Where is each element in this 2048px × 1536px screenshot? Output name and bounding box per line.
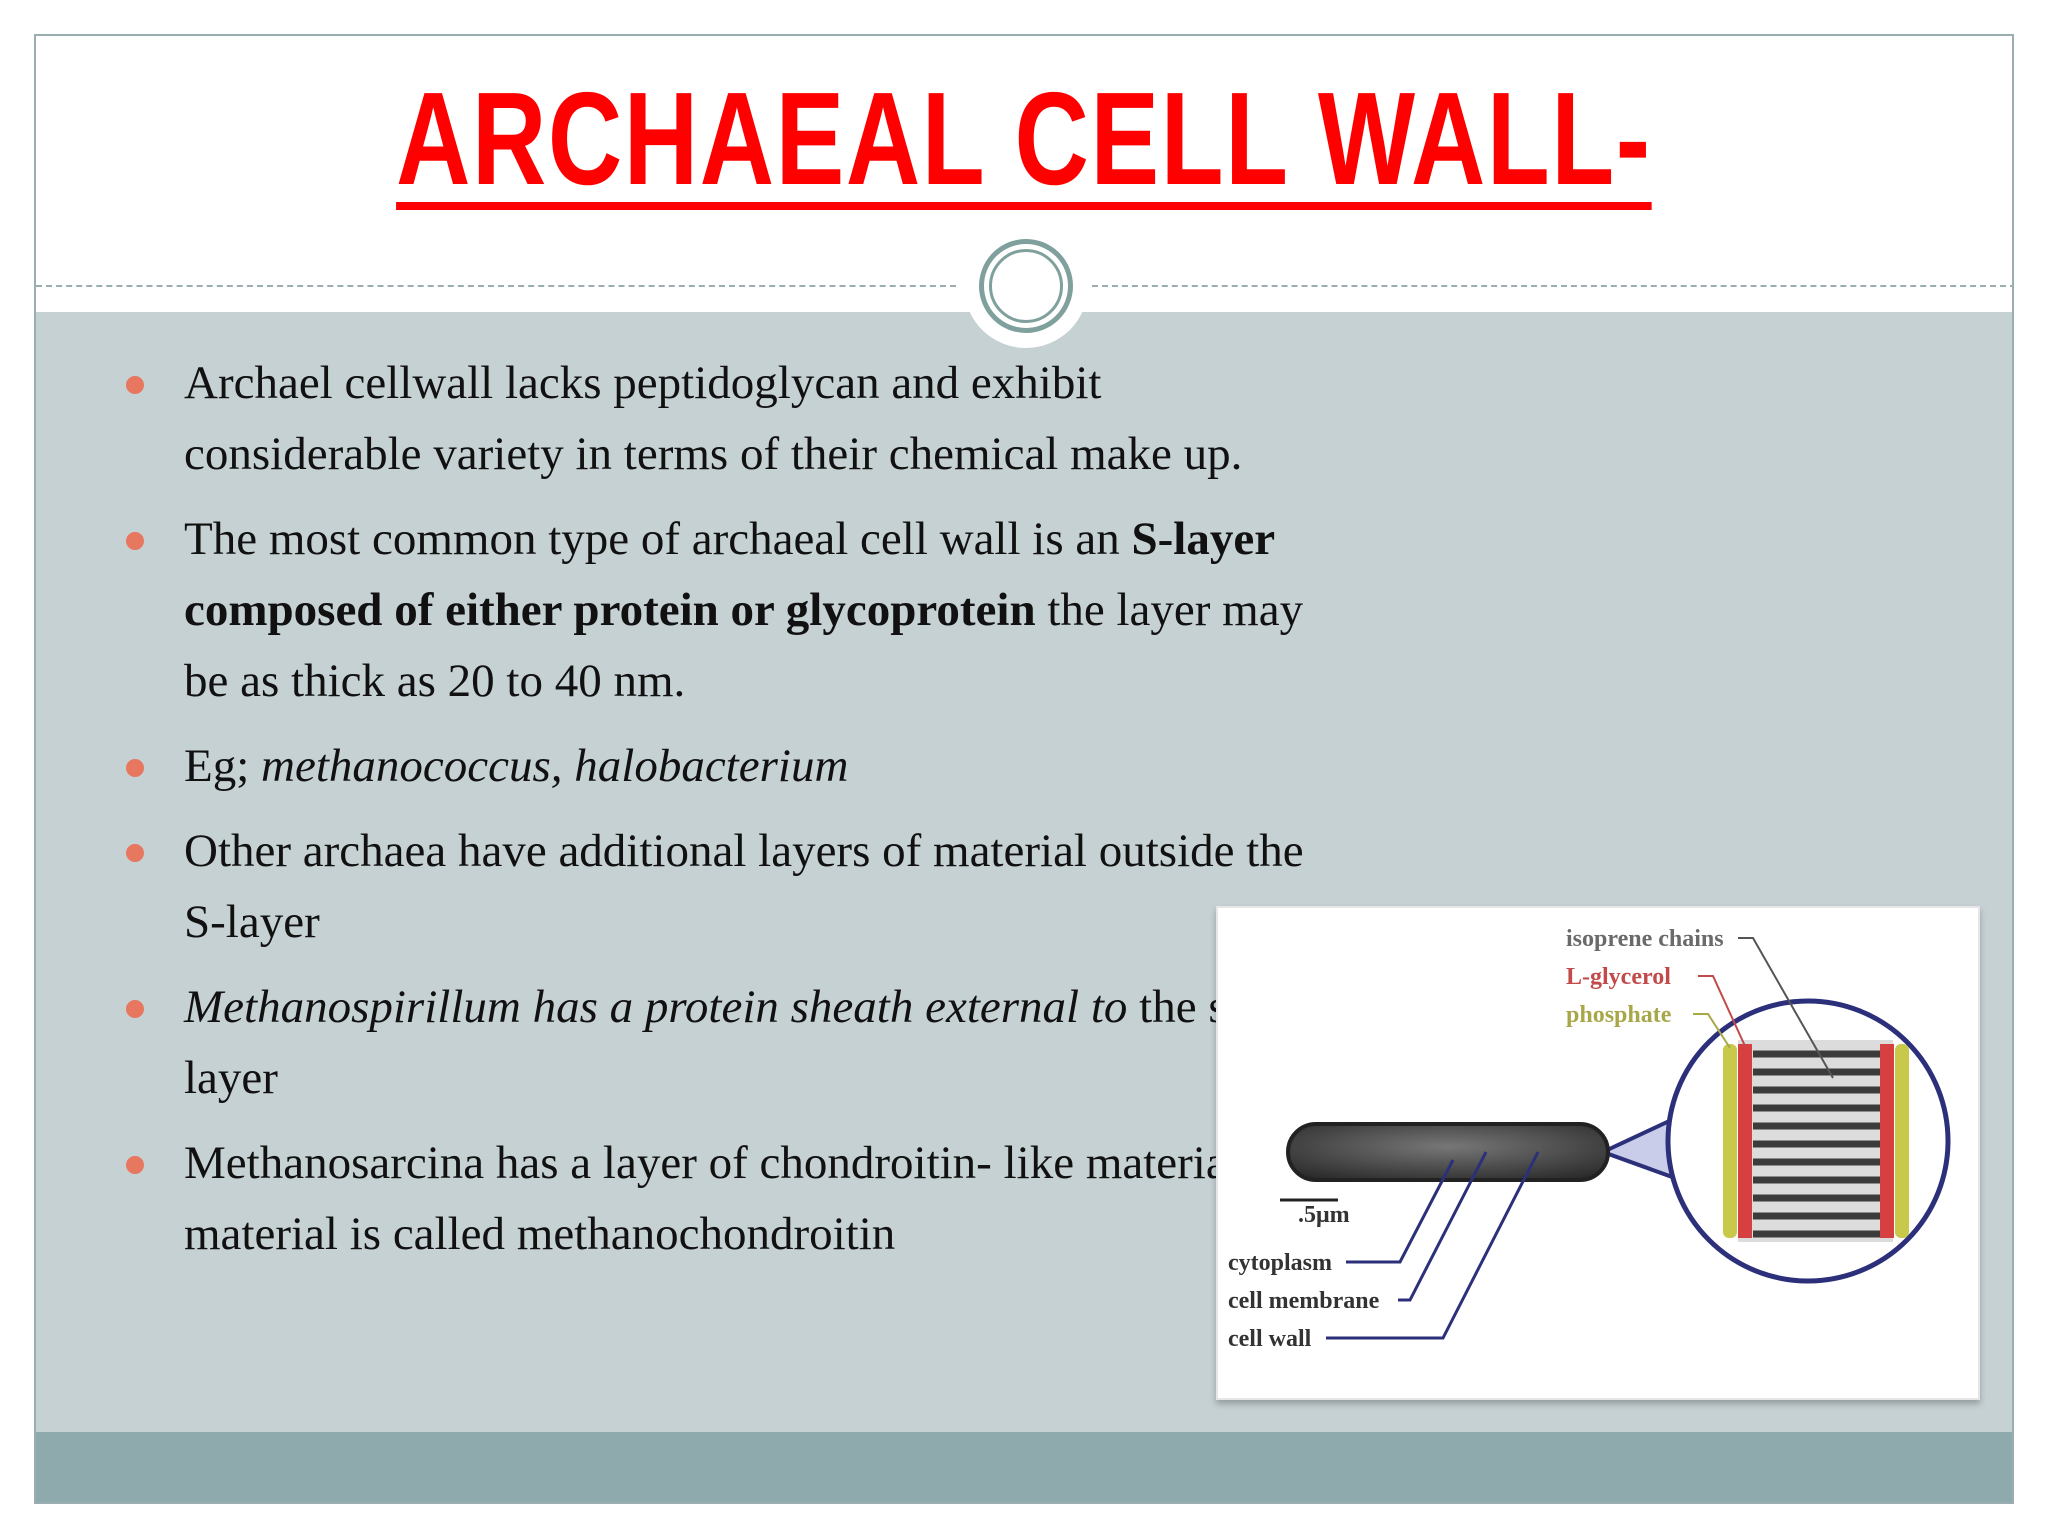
bullet-item: Eg; methanococcus, halobacterium [92, 731, 1332, 802]
label-cell-wall: cell wall [1228, 1326, 1312, 1352]
circle-ornament-inner [989, 249, 1063, 323]
slide: ARCHAEAL CELL WALL- Archael cellwall lac… [34, 34, 2014, 1504]
footer-band [36, 1432, 2012, 1502]
leader-phosphate [1693, 1013, 1731, 1049]
bullet-italic-text: methanococcus, halobacterium [261, 740, 849, 792]
bullet-list: Archael cellwall lacks peptidoglycan and… [92, 348, 1332, 1284]
bullet-item: Archael cellwall lacks peptidoglycan and… [92, 348, 1332, 490]
diagram-svg: .5μm isoprene chains L-glycerol phosphat… [1228, 926, 1951, 1352]
label-glycerol: L-glycerol [1566, 964, 1671, 990]
bullet-bold-text: S-layer composed of either protein or gl… [184, 513, 1275, 636]
rod-cell [1286, 1122, 1610, 1182]
label-cytoplasm: cytoplasm [1228, 1250, 1332, 1276]
bullet-dot-icon [126, 1000, 144, 1018]
leader-isoprene [1738, 937, 1834, 1079]
scale-label: .5μm [1298, 1202, 1350, 1228]
divider-right [1092, 285, 2012, 287]
bullet-text: Eg; [184, 740, 262, 792]
bullet-text: Archael cellwall lacks peptidoglycan and… [184, 357, 1243, 480]
bullet-dot-icon [126, 759, 144, 777]
divider-left [36, 285, 956, 287]
bullet-item: Other archaea have additional layers of … [92, 816, 1332, 958]
leader-cell-membrane [1398, 1151, 1488, 1302]
leader-cytoplasm [1346, 1159, 1455, 1264]
bullet-dot-icon [126, 1156, 144, 1174]
label-isoprene: isoprene chains [1566, 926, 1724, 952]
label-phosphate: phosphate [1566, 1002, 1672, 1028]
bullet-dot-icon [126, 376, 144, 394]
slide-title: ARCHAEAL CELL WALL- [396, 65, 1652, 212]
bullet-text: Other archaea have additional layers of … [184, 825, 1304, 948]
bullet-text: the layer may be as thick as 20 to 40 nm… [184, 584, 1304, 707]
membrane-strip [1723, 1040, 1909, 1242]
bullet-item: The most common type of archaeal cell wa… [92, 504, 1332, 717]
leader-cell-wall [1326, 1151, 1540, 1340]
bullet-text: The most common type of archaeal cell wa… [184, 513, 1132, 565]
bullet-item: Methanospirillum has a protein sheath ex… [92, 972, 1332, 1114]
cell-wall-diagram: .5μm isoprene chains L-glycerol phosphat… [1216, 906, 1980, 1400]
leader-glycerol [1698, 975, 1746, 1047]
bullet-italic-text: Methanospirillum has a protein sheath ex… [184, 981, 1128, 1033]
bullet-dot-icon [126, 532, 144, 550]
bullet-dot-icon [126, 844, 144, 862]
bullet-text: Methanosarcina has a layer of chondroiti… [184, 1137, 1332, 1260]
label-cell-membrane: cell membrane [1228, 1288, 1380, 1314]
bullet-item: Methanosarcina has a layer of chondroiti… [92, 1128, 1332, 1270]
